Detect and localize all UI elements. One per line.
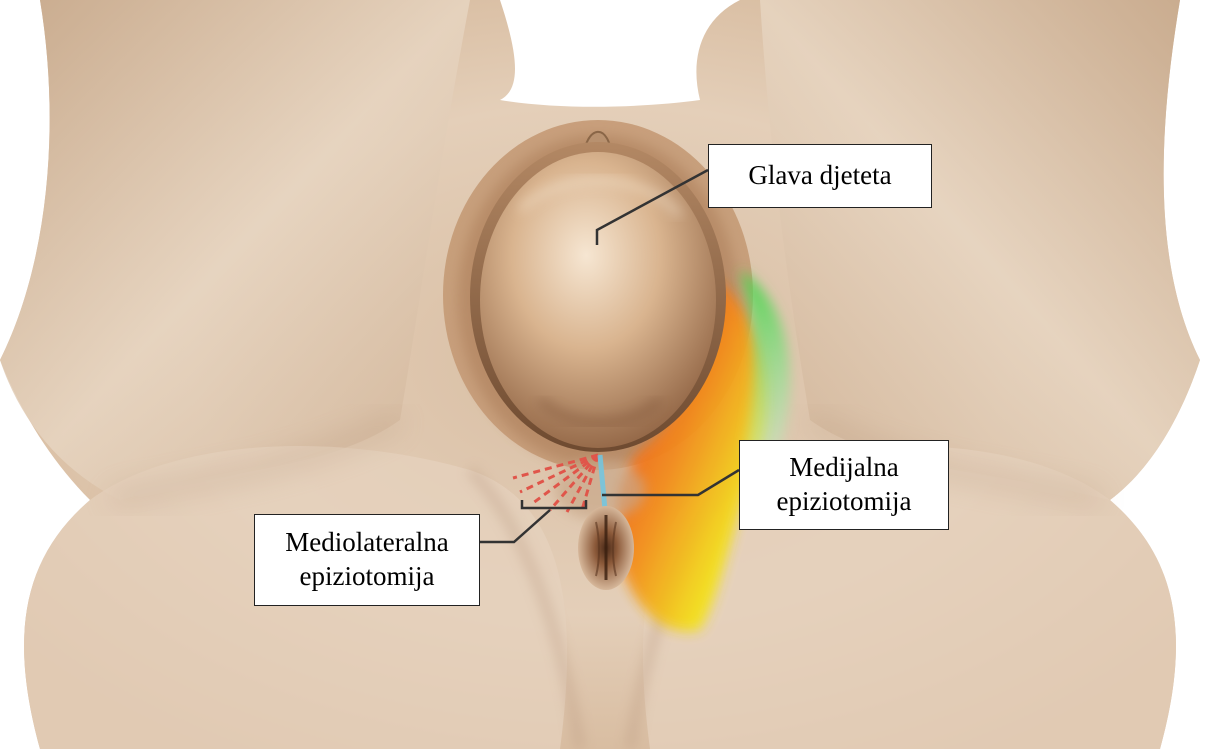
label-mediolateral-line2: epiziotomija bbox=[300, 560, 435, 594]
label-medial-line1: Medijalna bbox=[789, 451, 898, 485]
label-mediolateral-line1: Mediolateralna bbox=[285, 526, 448, 560]
baby-head bbox=[480, 152, 716, 448]
label-mediolateral-episiotomy: Mediolateralna epiziotomija bbox=[254, 514, 480, 606]
label-medial-line2: epiziotomija bbox=[777, 485, 912, 519]
anus bbox=[578, 506, 634, 590]
label-medial-episiotomy: Medijalna epiziotomija bbox=[739, 440, 949, 530]
label-baby-head-text: Glava djeteta bbox=[748, 159, 891, 193]
label-baby-head: Glava djeteta bbox=[708, 144, 932, 208]
